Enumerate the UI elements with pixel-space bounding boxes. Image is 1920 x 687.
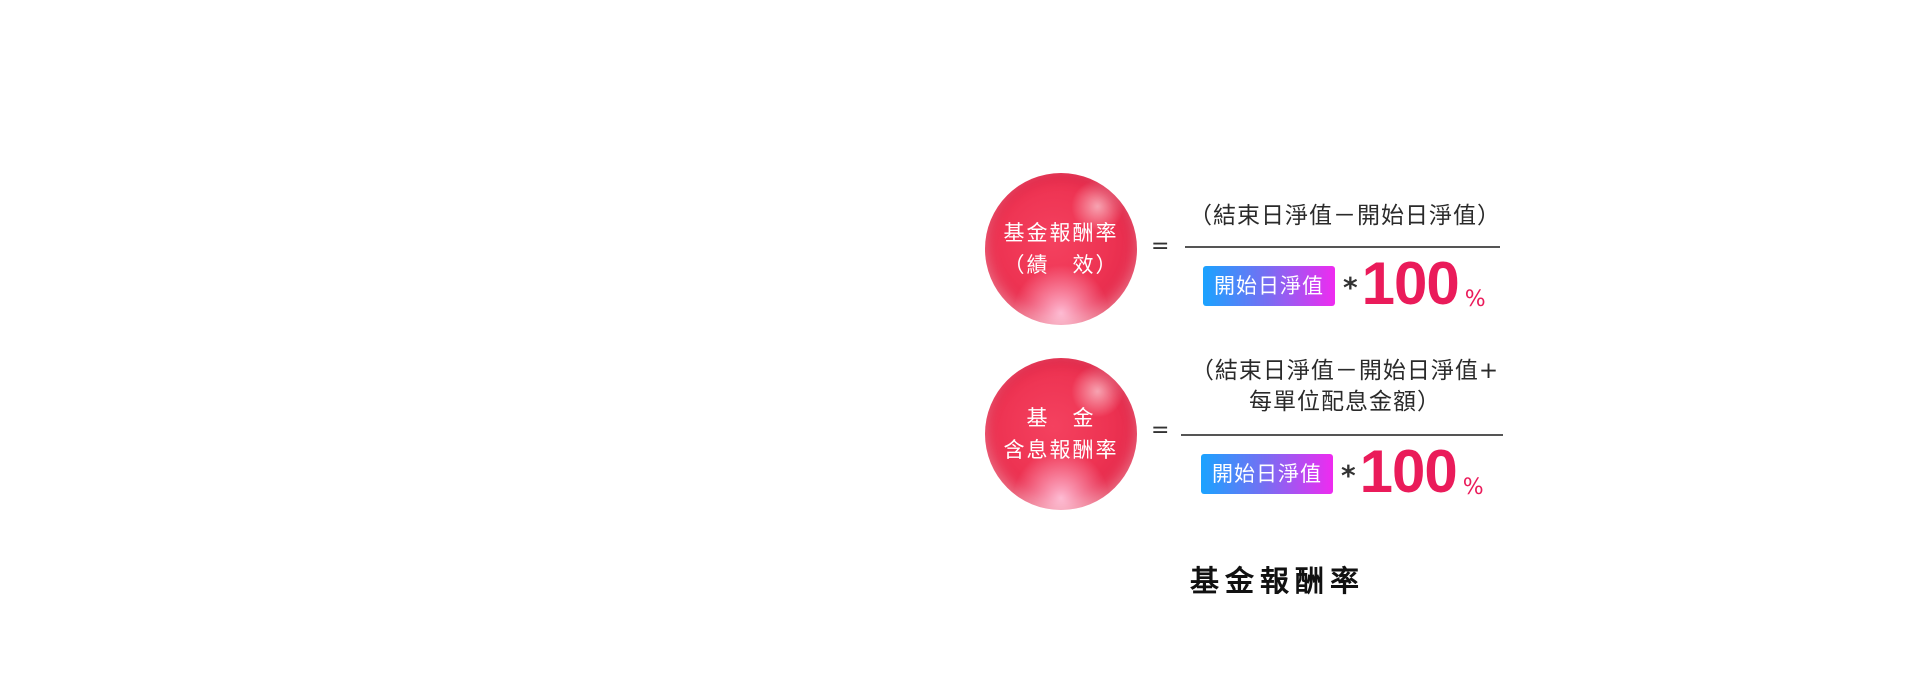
denominator-chip: 開始日淨值	[1201, 454, 1333, 494]
fraction-bar	[1185, 246, 1500, 248]
performance-return-formula: 基金報酬率 （績 效） = （結束日淨值－開始日淨值） 開始日淨值 * 100 …	[985, 170, 1525, 330]
numerator-line-2: 每單位配息金額）	[1249, 389, 1441, 415]
numerator: （結束日淨值－開始日淨值+ 每單位配息金額）	[1185, 356, 1505, 418]
denominator-row: 開始日淨值 * 100 %	[1201, 442, 1484, 502]
orb-label-line-1: 基 金	[1026, 406, 1096, 430]
denominator-chip: 開始日淨值	[1203, 266, 1335, 306]
percent-sign: %	[1464, 287, 1486, 312]
fund-return-orb: 基金報酬率 （績 效）	[985, 173, 1137, 325]
multiplier-value: 100	[1359, 438, 1458, 505]
figure-caption: 基金報酬率	[1189, 564, 1365, 598]
dividend-inclusive-return-formula: 基 金 含息報酬率 = （結束日淨值－開始日淨值+ 每單位配息金額） 開始日淨值…	[985, 354, 1525, 514]
numerator: （結束日淨值－開始日淨值）	[1185, 200, 1505, 232]
numerator-line-1: （結束日淨值－開始日淨值+	[1190, 358, 1500, 384]
percent-sign: %	[1462, 475, 1484, 500]
fraction-bar	[1181, 434, 1503, 436]
equals-sign: =	[1151, 418, 1170, 443]
denominator-row: 開始日淨值 * 100 %	[1203, 254, 1486, 314]
equals-sign: =	[1151, 234, 1170, 259]
multiplier-value: 100	[1361, 250, 1460, 317]
orb-label-line-2: （績 效）	[1003, 253, 1119, 277]
multiply-sign: *	[1341, 459, 1356, 492]
orb-label-line-2: 含息報酬率	[1003, 438, 1119, 462]
numerator-line-1: （結束日淨值－開始日淨值）	[1189, 203, 1501, 229]
dividend-return-orb: 基 金 含息報酬率	[985, 358, 1137, 510]
orb-label-line-1: 基金報酬率	[1003, 221, 1119, 245]
multiply-sign: *	[1343, 271, 1358, 304]
